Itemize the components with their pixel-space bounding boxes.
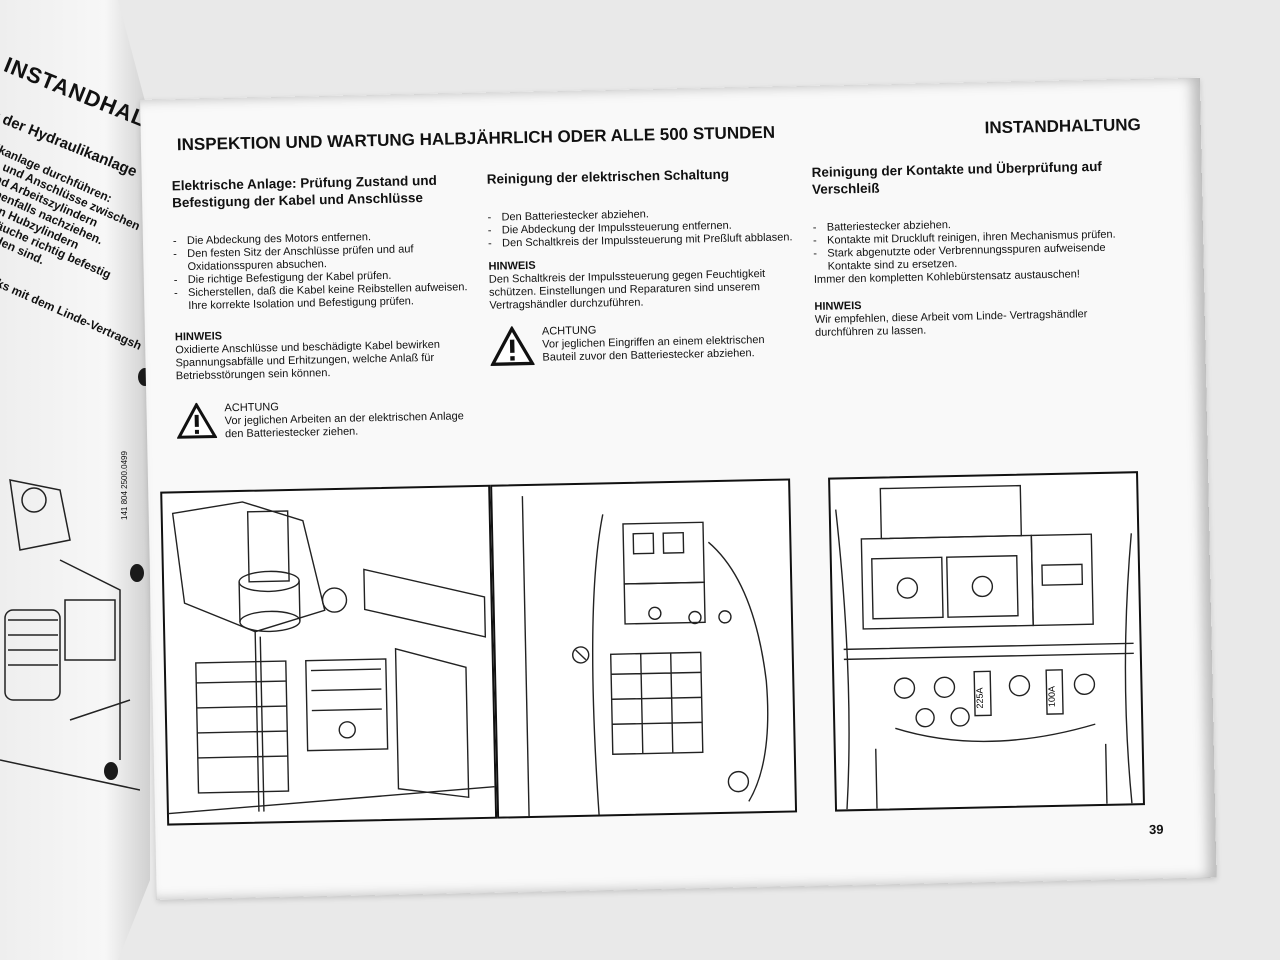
column-electrical-system: Elektrische Anlage: Prüfung Zustand und … [172, 171, 482, 442]
step-list: Die Abdeckung des Motors entfernen. Den … [173, 229, 480, 313]
figure-contacts: 225A 100A [828, 471, 1145, 812]
figure-motor [160, 484, 498, 826]
left-page-illustration [0, 479, 140, 791]
step-list: Den Batteriestecker abziehen. Die Abdeck… [487, 205, 793, 250]
note-text: Wir empfehlen, diese Arbeit vom Linde- V… [814, 308, 1088, 339]
column-circuit-cleaning: Reinigung der elektrischen Schaltung Den… [487, 164, 796, 366]
column-contacts: Reinigung der Kontakte und Überprüfung a… [811, 158, 1120, 340]
page-title: INSPEKTION UND WARTUNG HALBJÄHRLICH ODER… [176, 122, 776, 155]
binding-hole [130, 564, 144, 582]
warning-text: Vor jeglichen Arbeiten an der elektrisch… [224, 410, 464, 441]
warning-block: ACHTUNG Vor jeglichen Arbeiten an der el… [176, 397, 482, 442]
fuse-label-100a: 100A [1046, 686, 1056, 707]
section-title: INSTANDHALTUNG [984, 115, 1141, 138]
page-number: 39 [1148, 821, 1164, 838]
page-heading: INSPEKTION UND WARTUNG HALBJÄHRLICH ODER… [177, 115, 1141, 155]
binding-hole [104, 762, 118, 780]
left-page: INSTANDHALTUNG it der Hydraulikanlage li… [0, 0, 150, 960]
column-title: Reinigung der elektrischen Schaltung [486, 166, 730, 187]
fuse-label-225a: 225A [974, 687, 984, 708]
warning-text: Vor jeglichen Eingriffen an einem elektr… [542, 333, 765, 364]
column-title: Reinigung der Kontakte und Überprüfung a… [811, 158, 1103, 197]
contactor-illustration: 225A 100A [835, 484, 1134, 810]
note-text: Den Schaltkreis der Impulssteuerung gege… [488, 267, 766, 312]
note-text: Oxidierte Anschlüsse und beschädigte Kab… [175, 338, 441, 383]
step-item: Sicherstellen, daß die Kabel keine Reibs… [174, 281, 479, 313]
warning-icon [490, 325, 535, 366]
warning-block: ACHTUNG Vor jeglichen Eingriffen an eine… [490, 320, 796, 366]
pulse-control-illustration [521, 496, 769, 817]
column-title: Elektrische Anlage: Prüfung Zustand und … [171, 172, 437, 211]
figure-pulse-control [490, 478, 798, 819]
right-page: INSPEKTION UND WARTUNG HALBJÄHRLICH ODER… [140, 77, 1217, 900]
motor-illustration [168, 501, 495, 815]
warning-icon [176, 402, 218, 439]
step-list: Batteriestecker abziehen. Kontakte mit D… [813, 216, 1119, 274]
